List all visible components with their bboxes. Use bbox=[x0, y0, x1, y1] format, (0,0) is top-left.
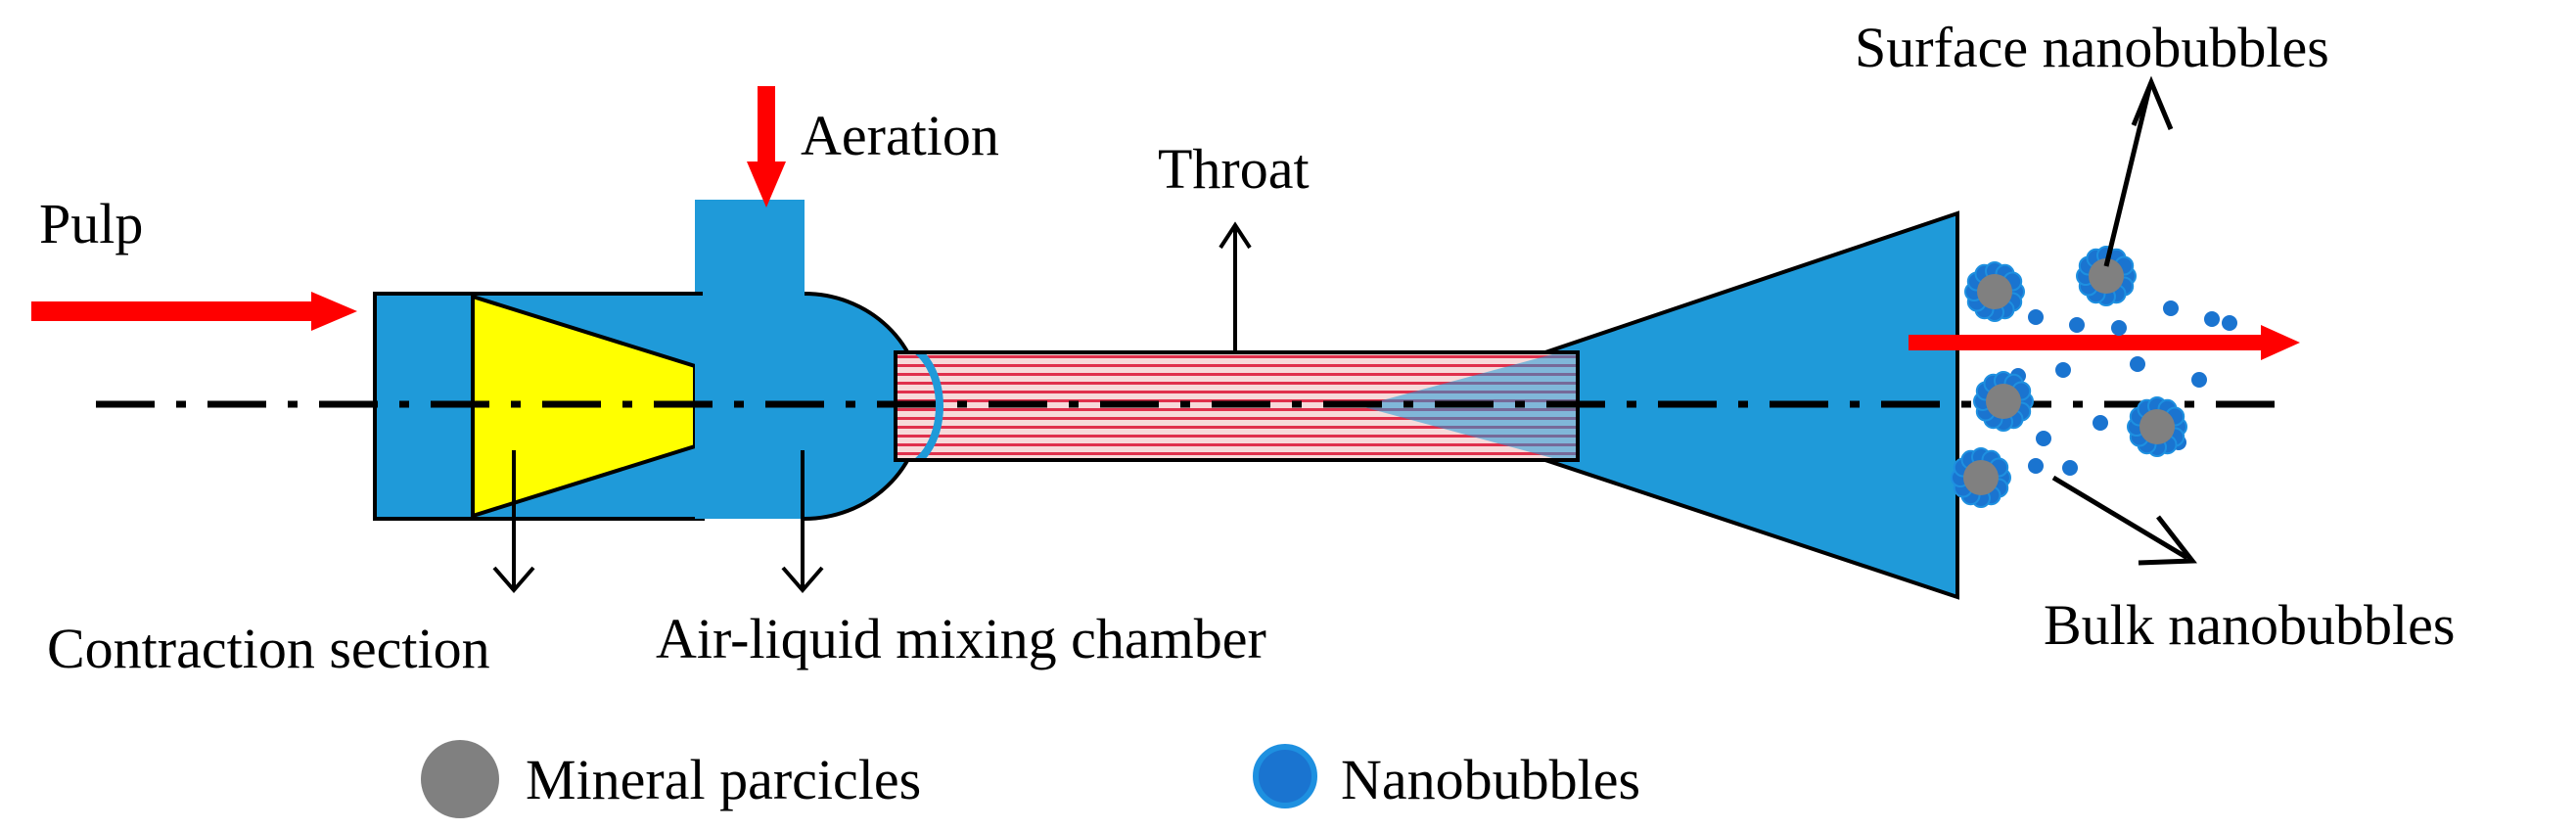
nanobubble-dot bbox=[2028, 458, 2044, 474]
outlet-flow-arrow bbox=[1909, 325, 2300, 360]
surface-nanobubbles-pointer-arrow bbox=[2103, 75, 2174, 267]
coated-mineral-particle bbox=[2076, 246, 2137, 306]
bulk-nanobubbles-label: Bulk nanobubbles bbox=[2044, 593, 2455, 657]
coated-mineral-particle bbox=[1964, 261, 2025, 322]
bulk-nanobubbles-pointer-arrow bbox=[2051, 475, 2197, 566]
nanobubble-dot bbox=[2069, 317, 2085, 333]
mixing-chamber-pointer-arrow bbox=[781, 450, 824, 594]
pulp-inlet-arrow bbox=[31, 292, 357, 331]
nanobubble-dot bbox=[2130, 356, 2145, 372]
nanobubble-legend-icon bbox=[1253, 744, 1317, 808]
bulk-nanobubbles bbox=[2010, 300, 2237, 476]
mineral-particle bbox=[1977, 274, 2012, 309]
aeration-label: Aeration bbox=[801, 104, 999, 167]
contraction-pointer-arrow bbox=[492, 450, 535, 594]
nanobubble-dot bbox=[2028, 309, 2044, 325]
contraction-section-label: Contraction section bbox=[47, 617, 490, 680]
aeration-arrow bbox=[747, 86, 786, 208]
surface-nanobubbles bbox=[1951, 246, 2187, 508]
nanobubble-dot bbox=[2062, 460, 2078, 476]
coated-mineral-particle bbox=[2127, 396, 2187, 457]
nanobubble-dot bbox=[2204, 311, 2220, 327]
legend-mineral-label: Mineral parcicles bbox=[526, 748, 921, 811]
coated-mineral-particle bbox=[1973, 371, 2034, 432]
pulp-label: Pulp bbox=[39, 192, 143, 255]
mixing-chamber-label: Air-liquid mixing chamber bbox=[656, 607, 1266, 670]
mineral-particle bbox=[1986, 384, 2021, 419]
throat-pointer-arrow bbox=[1219, 221, 1252, 352]
legend-nanobubbles-label: Nanobubbles bbox=[1341, 748, 1640, 811]
nanobubble-dot bbox=[2111, 320, 2127, 336]
legend: Mineral parcicles Nanobubbles bbox=[421, 740, 1640, 818]
nanobubble-dot bbox=[2163, 300, 2179, 316]
mineral-particle bbox=[2089, 258, 2124, 294]
coated-mineral-particle bbox=[1951, 447, 2011, 508]
aeration-pipe bbox=[695, 200, 805, 298]
surface-nanobubbles-label: Surface nanobubbles bbox=[1855, 16, 2329, 79]
nanobubble-dot bbox=[2191, 372, 2207, 388]
mineral-particle bbox=[2139, 409, 2175, 444]
nanobubble-dot bbox=[2036, 431, 2051, 446]
mineral-particle bbox=[1963, 460, 1999, 495]
nanobubble-dot bbox=[2055, 362, 2071, 378]
mineral-particle-legend-icon bbox=[421, 740, 499, 818]
throat-label: Throat bbox=[1158, 137, 1310, 201]
nanobubble-dot bbox=[2222, 315, 2237, 331]
nanobubble-dot bbox=[2093, 415, 2108, 431]
